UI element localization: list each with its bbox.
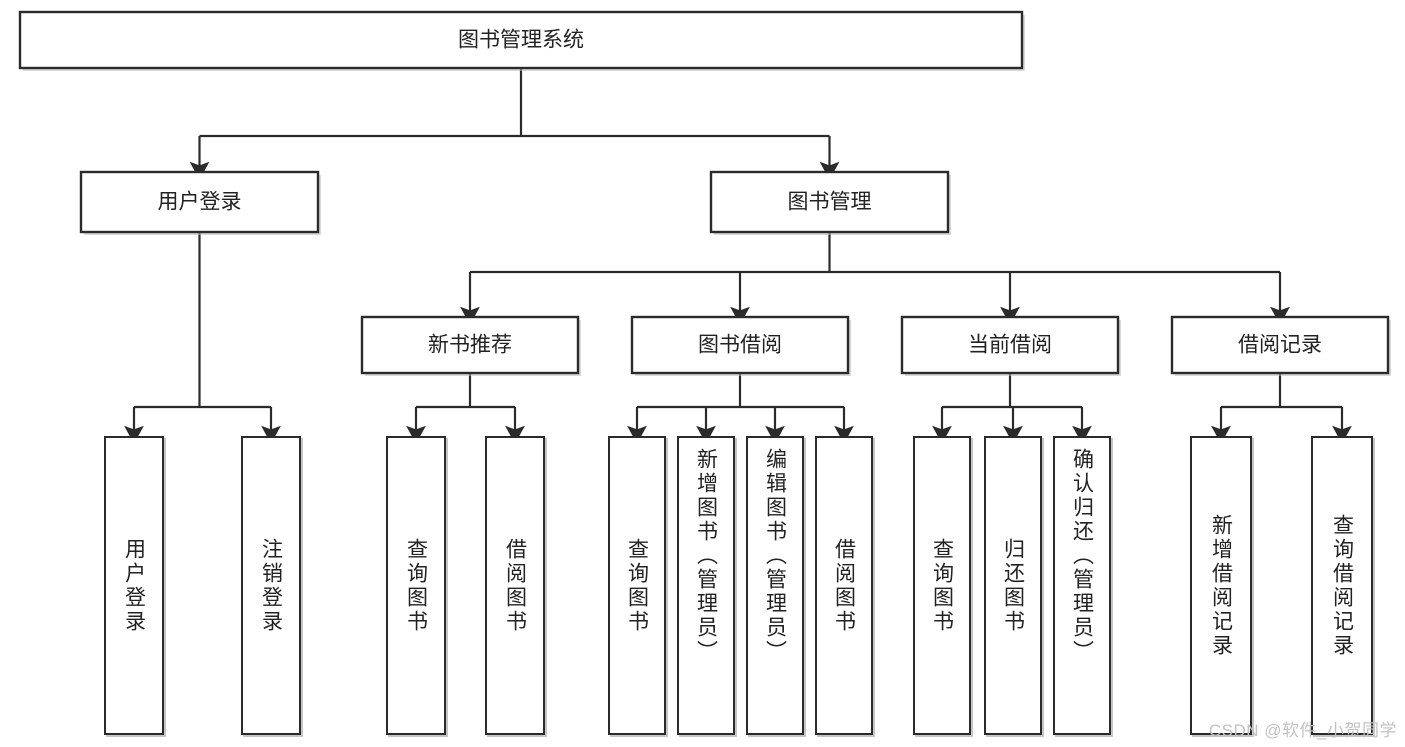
leaf-node-10[interactable]: 确认归还（管理员） — [1053, 436, 1111, 735]
leaf-node-12[interactable]: 查询借阅记录 — [1311, 436, 1373, 735]
leaf-node-1[interactable]: 注销登录 — [241, 436, 301, 735]
edge-layer — [124, 68, 1352, 444]
node-level2-0-label: 用户登录 — [158, 191, 242, 214]
leaf-node-3[interactable]: 借阅图书 — [485, 436, 545, 735]
node-level3-0-label: 新书推荐 — [428, 334, 512, 357]
node-level2-1-label: 图书管理 — [788, 191, 872, 214]
node-level2-1[interactable]: 图书管理 — [709, 170, 951, 235]
leaf-node-7-label: 借阅图书 — [832, 537, 856, 634]
node-level2-0[interactable]: 用户登录 — [79, 170, 321, 235]
leaf-node-11-label: 新增借阅记录 — [1209, 513, 1233, 658]
leaf-node-3-label: 借阅图书 — [503, 537, 527, 634]
leaf-node-9[interactable]: 归还图书 — [984, 436, 1042, 735]
leaf-node-5[interactable]: 新增图书（管理员） — [677, 436, 735, 735]
leaf-node-11[interactable]: 新增借阅记录 — [1190, 436, 1252, 735]
node-level3-1-label: 图书借阅 — [698, 334, 782, 357]
node-root[interactable]: 图书管理系统 — [18, 10, 1025, 71]
leaf-node-0[interactable]: 用户登录 — [104, 436, 164, 735]
node-root-label: 图书管理系统 — [458, 29, 584, 52]
leaf-node-1-label: 注销登录 — [259, 537, 283, 634]
leaf-node-6-label: 编辑图书（管理员） — [763, 448, 787, 664]
node-level3-1[interactable]: 图书借阅 — [630, 315, 851, 376]
leaf-node-4-label: 查询图书 — [625, 537, 649, 634]
node-level3-2-label: 当前借阅 — [968, 334, 1052, 357]
leaf-node-2[interactable]: 查询图书 — [386, 436, 446, 735]
leaf-node-5-label: 新增图书（管理员） — [694, 448, 718, 664]
leaf-node-12-label: 查询借阅记录 — [1330, 513, 1354, 658]
leaf-node-9-label: 归还图书 — [1001, 537, 1025, 634]
leaf-node-8[interactable]: 查询图书 — [913, 436, 971, 735]
node-level3-2[interactable]: 当前借阅 — [900, 315, 1121, 376]
leaf-node-4[interactable]: 查询图书 — [608, 436, 666, 735]
node-level3-0[interactable]: 新书推荐 — [360, 315, 581, 376]
leaf-node-6[interactable]: 编辑图书（管理员） — [746, 436, 804, 735]
watermark-text: CSDN @软件_小贺同学 — [1208, 721, 1397, 740]
leaf-node-8-label: 查询图书 — [930, 537, 954, 634]
leaf-node-10-label: 确认归还（管理员） — [1070, 448, 1094, 664]
leaf-node-0-label: 用户登录 — [122, 537, 146, 634]
node-level3-3-label: 借阅记录 — [1238, 334, 1322, 357]
node-level3-3[interactable]: 借阅记录 — [1170, 315, 1391, 376]
leaf-node-2-label: 查询图书 — [404, 537, 428, 634]
leaf-node-7[interactable]: 借阅图书 — [815, 436, 873, 735]
